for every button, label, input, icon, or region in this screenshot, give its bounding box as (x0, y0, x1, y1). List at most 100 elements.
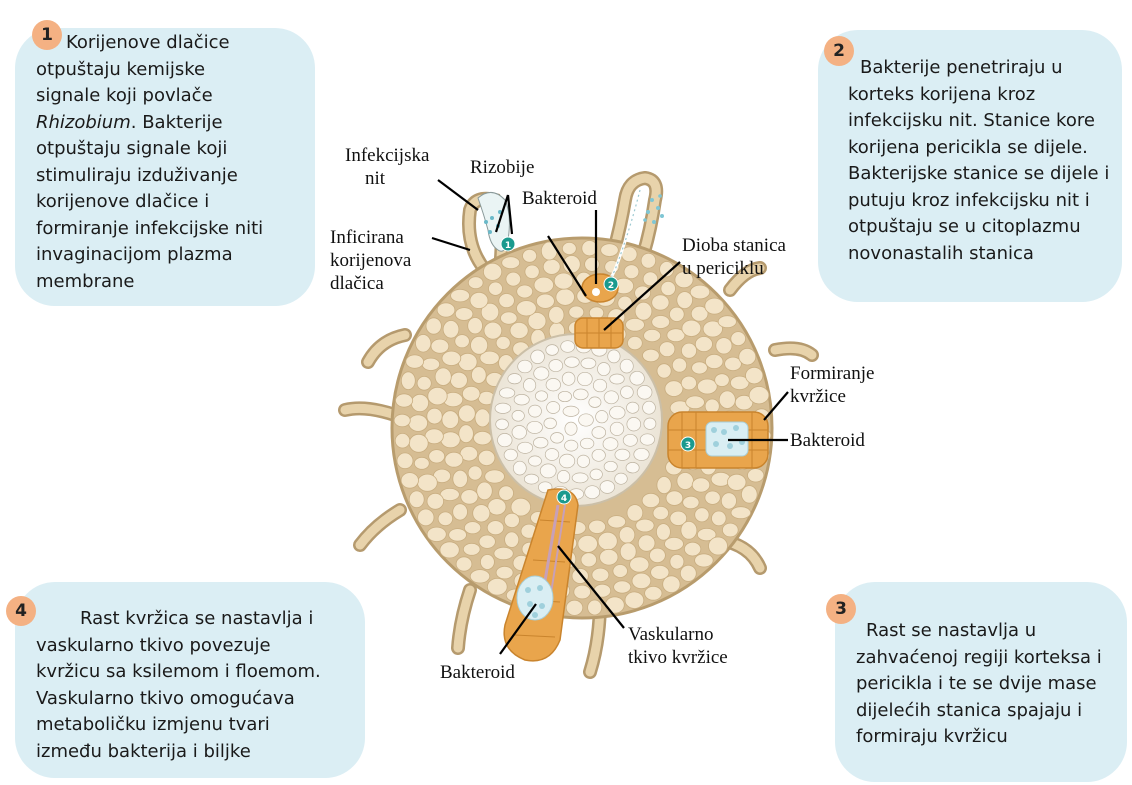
step-2-line-8: novonastalih stanica (848, 241, 1109, 268)
cortex-cell (458, 353, 477, 370)
cortex-cell (449, 529, 467, 542)
cortex-cell (589, 520, 606, 533)
cortex-cell (417, 376, 431, 390)
cortex-cell (441, 432, 460, 448)
stele-cell (512, 410, 524, 421)
step-2-line-6: putuju kroz infekcijsku nit i (848, 188, 1109, 215)
stele-cell (524, 474, 538, 484)
label-bacteroid-bottom: Bakteroid (440, 661, 515, 684)
cortex-cell (731, 507, 751, 519)
cortex-cell (645, 586, 662, 600)
cortex-cell (427, 493, 444, 509)
stele-cell (514, 394, 529, 405)
stele-cell (610, 374, 625, 384)
label-infection-thread: Infekcijska nit (345, 144, 429, 190)
cortex-cell (614, 581, 631, 593)
label-nodule-formation: Formiranje kvržice (790, 362, 874, 408)
step-4-line-1: Rast kvržica se nastavlja i (36, 606, 321, 633)
cortex-cell (635, 302, 652, 320)
stele-cell (600, 481, 615, 494)
cortex-cell (429, 450, 445, 463)
cortex-cell (682, 320, 701, 336)
stele-cell (637, 385, 652, 399)
cortex-cell (741, 486, 757, 504)
step-4-line-5: metaboličku izmjenu tvari (36, 712, 321, 739)
stele-cell (518, 360, 532, 373)
cortex-cell (431, 339, 449, 353)
step-marker-2-label: 2 (608, 281, 614, 291)
cortex-cell (475, 409, 490, 427)
stele-cell (573, 389, 588, 400)
step-1-line-2: otpuštaju kemijske (36, 57, 263, 84)
step-2-line-5: Bakterijske stanice se dijele i (848, 161, 1109, 188)
stele-cell (579, 414, 594, 426)
cortex-cell (656, 524, 670, 541)
cortex-cell (749, 387, 769, 404)
stele-cell (598, 363, 611, 376)
cortex-cell (451, 289, 470, 302)
step-2-line-1: Bakterije penetriraju u (848, 55, 1109, 82)
cortex-cell (663, 576, 680, 593)
cortex-cell (477, 482, 493, 500)
label-pericycle-division-l2: u periciklu (682, 257, 786, 280)
cortex-cell (705, 354, 723, 368)
cortex-cell (435, 368, 451, 386)
cortex-cell (669, 307, 684, 321)
cortex-cell (627, 505, 643, 522)
cortex-cell (592, 568, 609, 582)
stele-cell (621, 386, 634, 398)
cortex-cell (480, 555, 494, 570)
cortex-cell (505, 532, 519, 548)
step-2-line-4: korijena pericikla se dijele. (848, 135, 1109, 162)
step-1-line-1: Korijenove dlačice (36, 30, 263, 57)
stele-cell (559, 454, 574, 468)
stele-cell (596, 411, 608, 423)
cortex-cell (695, 508, 709, 522)
cortex-cell (632, 573, 651, 589)
step-1-text: Korijenove dlačice otpuštaju kemijske si… (36, 30, 263, 295)
step-1-line-7: korijenove dlačice i (36, 189, 263, 216)
cortex-cell (455, 308, 473, 321)
cortex-cell (605, 597, 624, 613)
cortex-cell (608, 516, 626, 528)
cortex-cell (489, 282, 503, 295)
cortex-cell (418, 474, 438, 491)
stele-cell (557, 470, 569, 483)
cortex-cell (716, 338, 732, 354)
stele-cell (565, 440, 578, 451)
stele-cell (593, 379, 606, 392)
cortex-cell (574, 585, 591, 599)
step-1-line-5: otpuštaju signale koji (36, 136, 263, 163)
cortex-cell (523, 249, 537, 262)
cortex-cell (625, 592, 644, 609)
cortex-cell (556, 289, 575, 306)
cortex-cell (642, 493, 660, 507)
stele-cell (627, 417, 641, 431)
stele-cell (578, 372, 593, 385)
cortex-cell (445, 452, 463, 467)
cortex-cell (401, 473, 418, 489)
stele-cell (592, 449, 605, 461)
step-marker-4: 4 (557, 490, 571, 504)
cortex-cell (409, 415, 428, 432)
cortex-cell (562, 242, 576, 254)
label-rhizobia: Rizobije (470, 156, 534, 179)
cortex-cell (746, 367, 763, 384)
step-2-line-3: infekcijsku nit. Stanice kore (848, 108, 1109, 135)
cortex-cell (459, 405, 476, 422)
cortex-cell (665, 381, 683, 397)
stele-cell (634, 448, 649, 460)
cortex-cell (517, 285, 533, 298)
cortex-cell (566, 600, 583, 615)
step-4-line-4: Vaskularno tkivo omogućava (36, 686, 321, 713)
label-nodule-formation-l1: Formiranje (790, 362, 874, 385)
cortex-cell (461, 490, 478, 505)
cortex-cell (695, 337, 712, 352)
cortex-cell (468, 318, 483, 334)
cortex-cell (665, 537, 684, 550)
cortex-cell (589, 307, 603, 319)
stele-cell (499, 388, 514, 398)
cortex-cell (649, 548, 665, 563)
cortex-cell (426, 318, 441, 334)
stele-cell (580, 438, 594, 449)
